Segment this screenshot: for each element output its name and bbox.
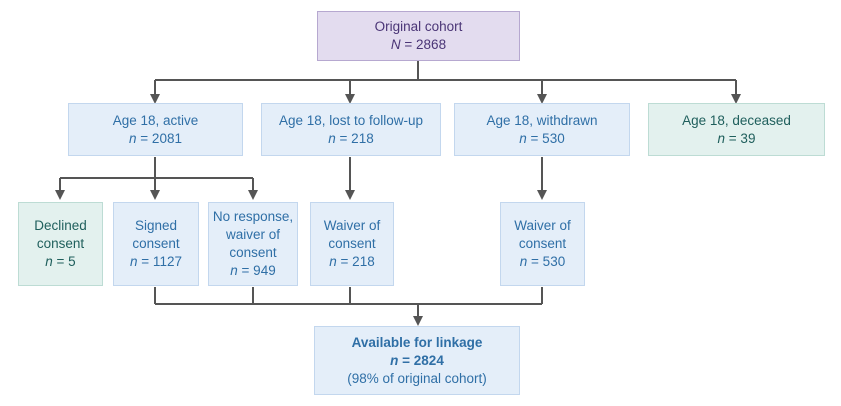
no-response-count: n = 949 bbox=[230, 263, 276, 278]
waiver-lost-line1: Waiver of bbox=[323, 218, 381, 233]
declined-consent-box: Declined consent n = 5 bbox=[18, 202, 103, 286]
original-cohort-box: Original cohort N = 2868 bbox=[317, 11, 520, 61]
declined-consent-count: n = 5 bbox=[45, 254, 76, 269]
no-response-line1: No response, bbox=[212, 209, 294, 224]
age18-withdrawn-label: Age 18, withdrawn bbox=[486, 112, 598, 128]
waiver-withdrawn-count: n = 530 bbox=[519, 254, 566, 269]
original-cohort-title: Original cohort bbox=[374, 19, 463, 34]
waiver-lost-line2: consent bbox=[328, 236, 376, 251]
no-response-box: No response, waiver of consent n = 949 bbox=[208, 202, 298, 286]
age18-lost-count: n = 218 bbox=[328, 130, 374, 146]
age18-active-count: n = 2081 bbox=[129, 130, 182, 146]
age18-lost-box: Age 18, lost to follow-up n = 218 bbox=[261, 103, 441, 156]
declined-consent-line1: Declined bbox=[34, 218, 87, 233]
available-for-linkage-count: n = 2824 bbox=[390, 352, 444, 368]
age18-active-label: Age 18, active bbox=[112, 112, 199, 128]
signed-consent-line2: consent bbox=[132, 236, 180, 251]
waiver-withdrawn-box: Waiver of consent n = 530 bbox=[500, 202, 585, 286]
age18-withdrawn-box: Age 18, withdrawn n = 530 bbox=[454, 103, 630, 156]
original-cohort-count: N = 2868 bbox=[390, 37, 447, 52]
age18-lost-label: Age 18, lost to follow-up bbox=[278, 112, 424, 128]
age18-deceased-count: n = 39 bbox=[717, 130, 756, 146]
age18-deceased-box: Age 18, deceased n = 39 bbox=[648, 103, 825, 156]
available-for-linkage-title: Available for linkage bbox=[351, 334, 483, 350]
waiver-lost-box: Waiver of consent n = 218 bbox=[310, 202, 394, 286]
age18-active-box: Age 18, active n = 2081 bbox=[68, 103, 243, 156]
signed-consent-line1: Signed bbox=[134, 218, 178, 233]
no-response-line2: waiver of bbox=[225, 227, 281, 242]
no-response-line3: consent bbox=[229, 245, 277, 260]
waiver-lost-count: n = 218 bbox=[329, 254, 375, 269]
waiver-withdrawn-line1: Waiver of bbox=[514, 218, 571, 233]
age18-deceased-label: Age 18, deceased bbox=[682, 112, 791, 128]
declined-consent-line2: consent bbox=[36, 236, 85, 251]
signed-consent-count: n = 1127 bbox=[130, 254, 182, 269]
signed-consent-box: Signed consent n = 1127 bbox=[113, 202, 199, 286]
waiver-withdrawn-line2: consent bbox=[518, 236, 567, 251]
age18-withdrawn-count: n = 530 bbox=[519, 130, 565, 146]
available-for-linkage-note: (98% of original cohort) bbox=[347, 370, 487, 386]
available-for-linkage-box: Available for linkage n = 2824 (98% of o… bbox=[314, 326, 520, 395]
